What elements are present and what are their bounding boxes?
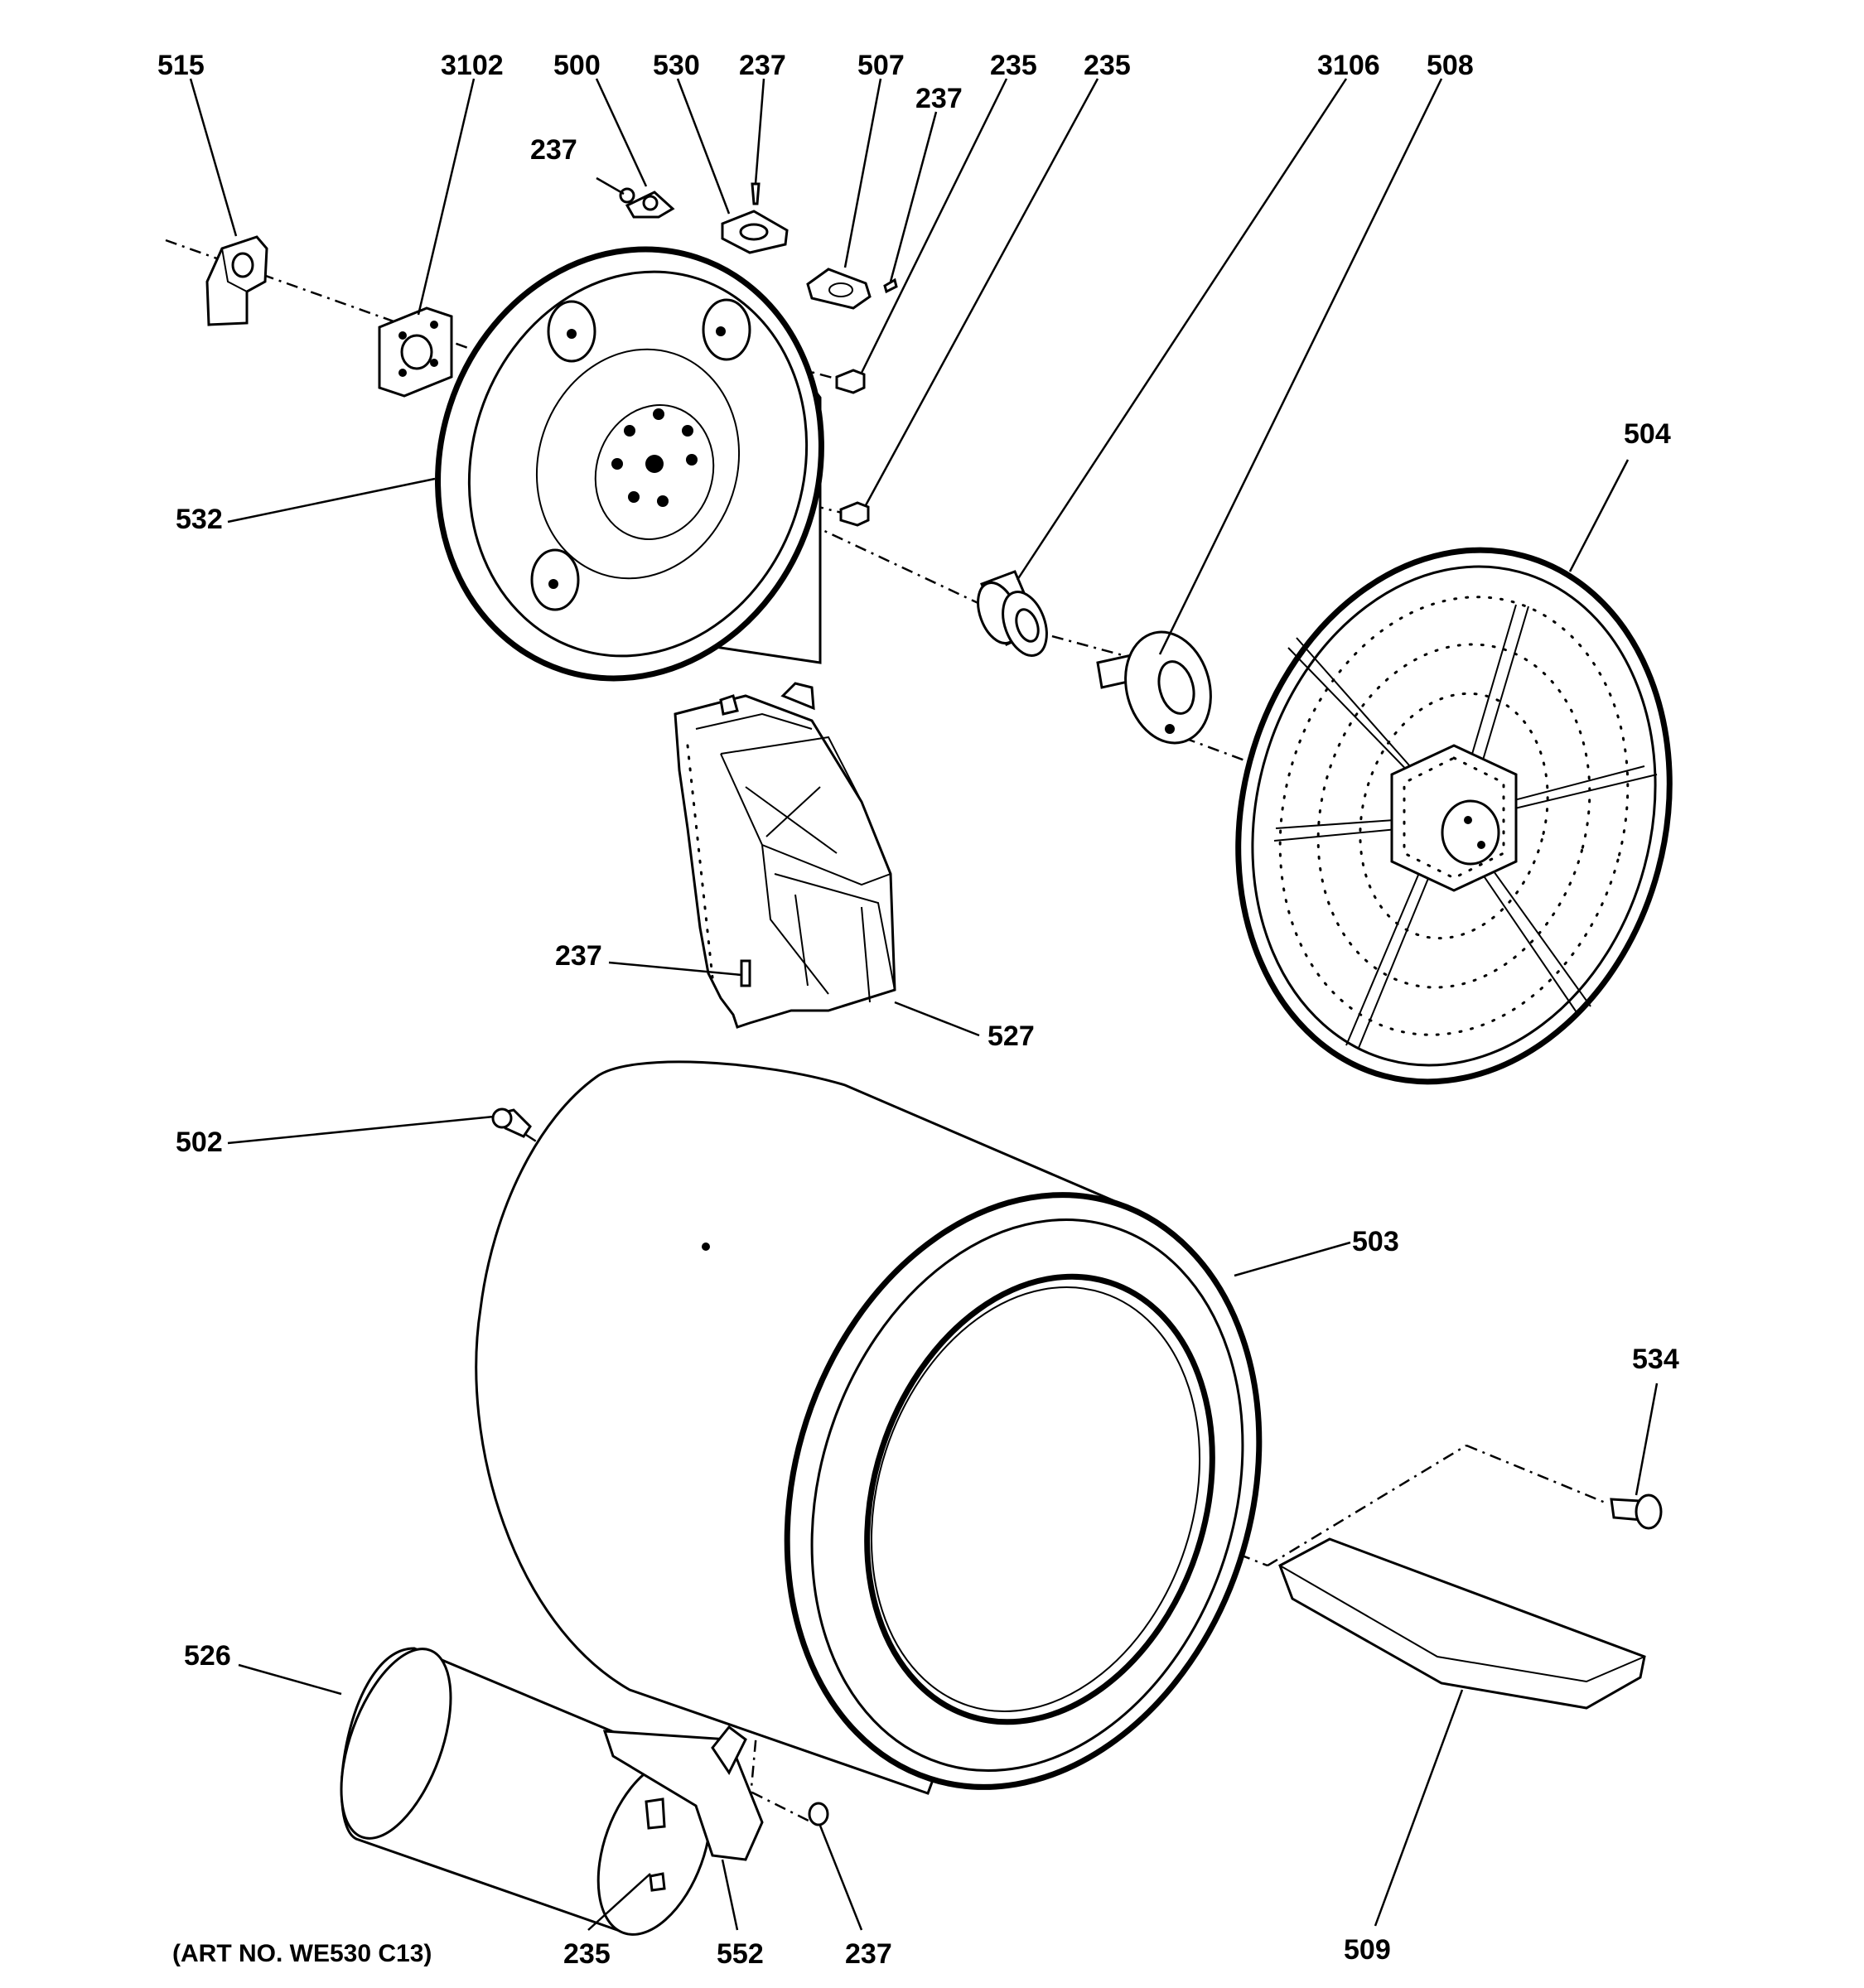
callout-500: 500 — [553, 50, 601, 81]
screw-237-right-top — [883, 277, 898, 294]
bearing-3106 — [977, 570, 1048, 657]
screw-237-duct — [740, 959, 751, 987]
callout-237-duct: 237 — [555, 940, 602, 972]
callout-235-b: 235 — [1084, 50, 1131, 81]
duct-527 — [674, 682, 896, 1029]
callout-3106: 3106 — [1317, 50, 1380, 81]
callout-508: 508 — [1427, 50, 1474, 81]
callout-237-b: 237 — [915, 83, 963, 114]
callout-509: 509 — [1344, 1934, 1391, 1966]
thermal-fuse-507 — [806, 268, 872, 310]
screw-237-bottom — [808, 1802, 829, 1826]
screw-235-b — [839, 501, 870, 527]
screw-502 — [491, 1107, 532, 1138]
callout-515: 515 — [157, 50, 205, 81]
callout-labels: 515 3102 500 530 237 507 237 235 235 310… — [157, 50, 1679, 1970]
heater-526 — [340, 1647, 764, 1936]
rear-bulkhead-532 — [435, 246, 824, 682]
callout-530: 530 — [653, 50, 700, 81]
bracket-515 — [205, 235, 268, 326]
lint-duct-509 — [1278, 1537, 1646, 1710]
callout-235-a: 235 — [990, 50, 1037, 81]
screw-237-small-top — [751, 182, 761, 205]
thermostat-530 — [721, 210, 789, 254]
callout-237-top: 237 — [739, 50, 786, 81]
art-number: (ART NO. WE530 C13) — [172, 1940, 432, 1967]
callout-526: 526 — [184, 1640, 231, 1672]
drum-back-504 — [1235, 547, 1673, 1085]
callout-235-bottom: 235 — [563, 1938, 611, 1970]
callout-3102: 3102 — [441, 50, 504, 81]
drum-503 — [475, 1060, 1263, 1795]
callout-527: 527 — [988, 1021, 1035, 1052]
bearing-plate-3102 — [378, 306, 453, 398]
leader-lines — [189, 78, 1659, 1931]
thermostat-500 — [625, 191, 675, 219]
callout-502: 502 — [176, 1127, 223, 1158]
callout-532: 532 — [176, 504, 223, 535]
callout-504: 504 — [1624, 418, 1671, 450]
screw-237-left-top — [619, 187, 635, 204]
callout-237-bottom: 237 — [845, 1938, 892, 1970]
screw-235-a — [835, 369, 866, 394]
screw-534 — [1610, 1493, 1663, 1530]
callout-534: 534 — [1632, 1344, 1679, 1375]
callout-237-left: 237 — [530, 134, 577, 166]
callout-503: 503 — [1352, 1226, 1399, 1257]
callout-507: 507 — [857, 50, 905, 81]
callout-552: 552 — [717, 1938, 764, 1970]
drum-shaft-508 — [1096, 630, 1212, 745]
